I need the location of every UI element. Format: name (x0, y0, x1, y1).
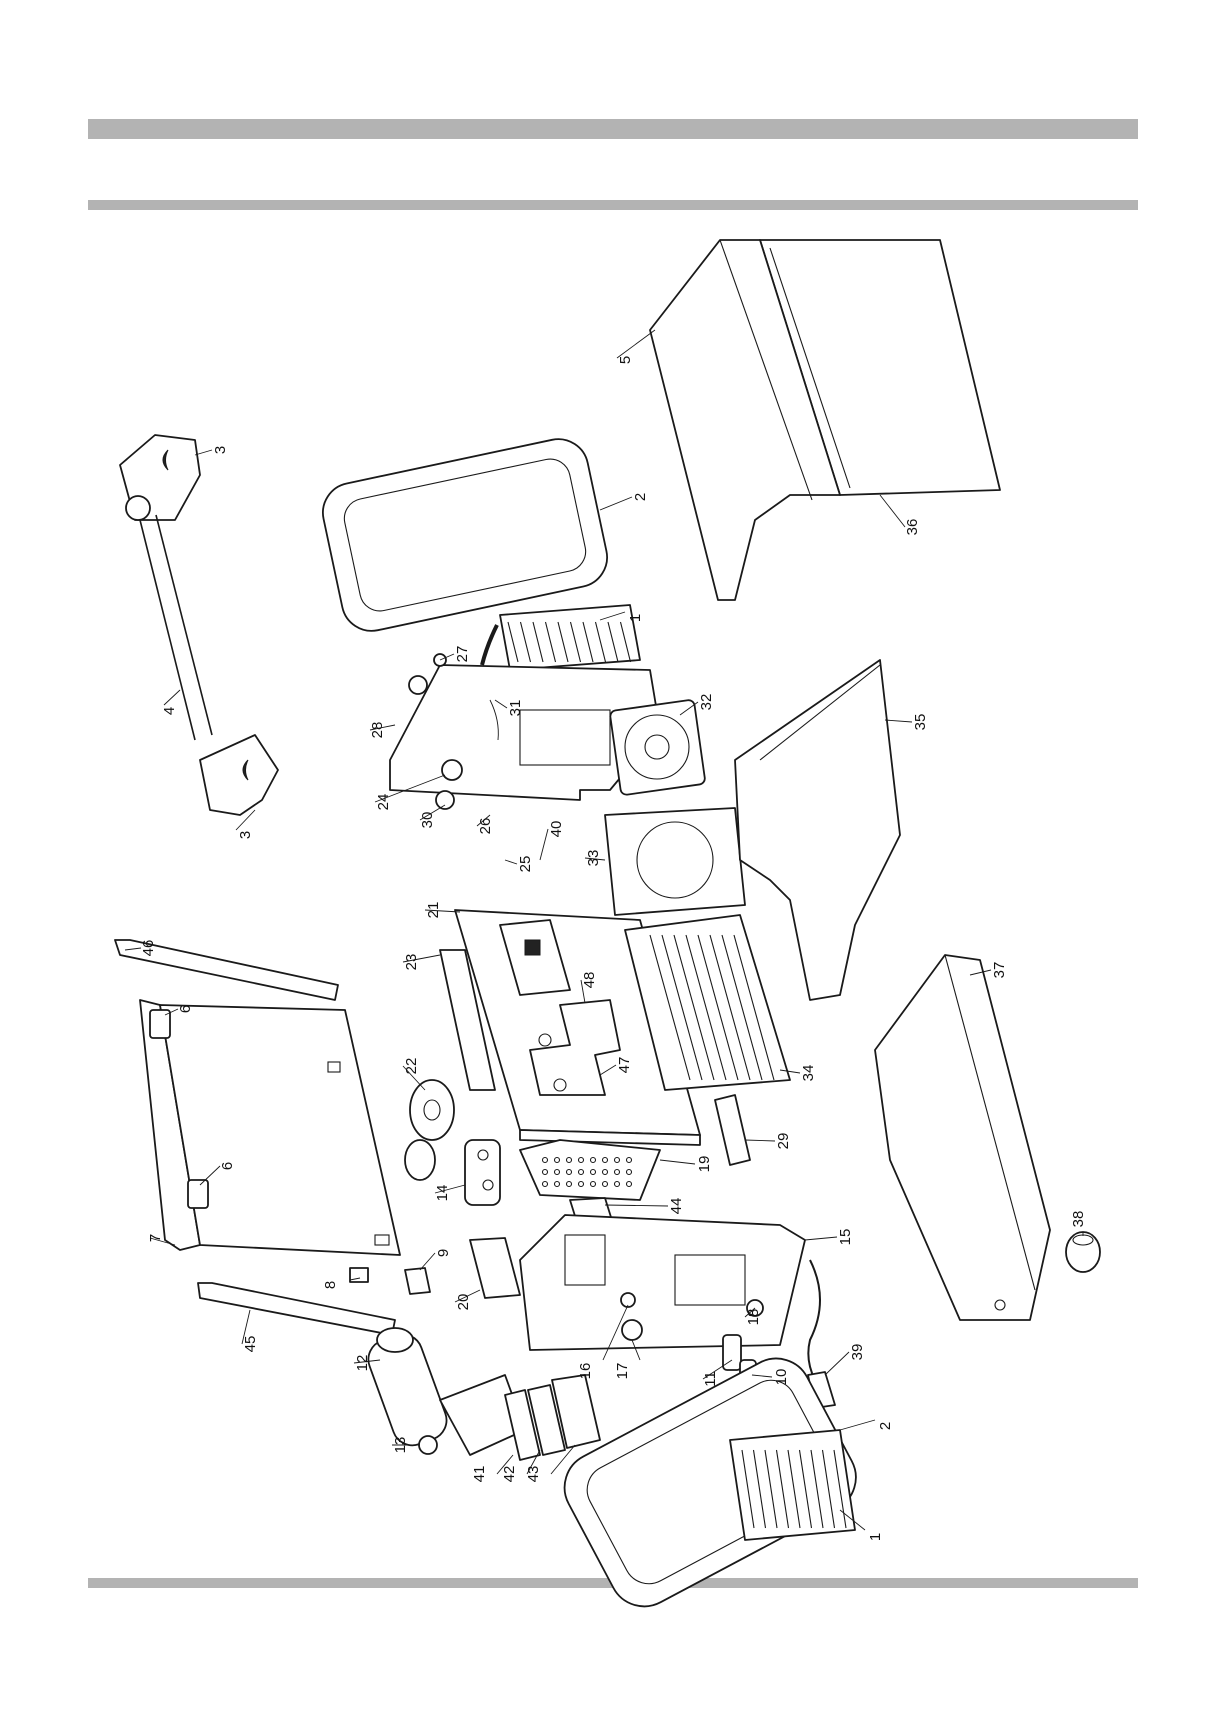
label-17: 17 (614, 1363, 631, 1380)
label-1-top: 1 (627, 614, 644, 622)
label-47: 47 (616, 1057, 633, 1074)
part-32-fan (610, 699, 706, 795)
label-39: 39 (849, 1344, 866, 1361)
label-41: 41 (471, 1466, 488, 1483)
part-37-tray (875, 955, 1050, 1320)
label-3-bottom: 3 (237, 831, 254, 839)
label-20: 20 (455, 1294, 472, 1311)
label-16: 16 (577, 1363, 594, 1380)
part-22-knob (405, 1080, 454, 1180)
part-2-frame-top (317, 434, 612, 637)
part-45-bar (198, 1283, 395, 1335)
label-44: 44 (668, 1198, 685, 1215)
label-31: 31 (507, 700, 524, 717)
label-6-top: 6 (177, 1005, 194, 1013)
part-33-gasket (605, 808, 745, 915)
part-6-hinge-bottom (188, 1180, 208, 1208)
part-1-grille-bottom (730, 1430, 855, 1540)
label-5: 5 (617, 356, 634, 364)
label-36: 36 (904, 519, 921, 536)
label-1-bottom: 1 (867, 1533, 884, 1541)
label-40: 40 (548, 821, 565, 838)
part-11-connector (723, 1335, 741, 1370)
part-14-switch (465, 1140, 500, 1205)
part-16-knob (621, 1293, 635, 1307)
label-48: 48 (581, 972, 598, 989)
part-9-clip (405, 1268, 430, 1294)
label-30: 30 (419, 812, 436, 829)
label-21: 21 (425, 902, 442, 919)
part-38-foot (1066, 1232, 1100, 1272)
label-28: 28 (369, 722, 386, 739)
label-32: 32 (698, 694, 715, 711)
label-43: 43 (525, 1466, 542, 1483)
label-19: 19 (696, 1156, 713, 1173)
label-18: 18 (745, 1309, 762, 1326)
label-14: 14 (434, 1185, 451, 1202)
part-7-side-panel (140, 1000, 400, 1255)
label-27: 27 (454, 646, 471, 663)
label-25: 25 (517, 856, 534, 873)
label-2-top: 2 (632, 493, 649, 501)
label-15: 15 (837, 1229, 854, 1246)
label-11: 11 (702, 1371, 719, 1387)
label-22: 22 (403, 1058, 420, 1075)
part-19-pcb (520, 1140, 660, 1200)
part-15-front-panel (520, 1215, 805, 1350)
part-3-4-handle (120, 435, 278, 815)
label-7: 7 (147, 1234, 164, 1242)
label-46: 46 (140, 940, 157, 957)
part-41-42-43-blocks (505, 1375, 600, 1460)
label-12: 12 (354, 1355, 371, 1372)
label-42: 42 (501, 1466, 518, 1483)
label-3-top: 3 (212, 446, 229, 454)
part-13-nut (419, 1436, 437, 1454)
label-13: 13 (392, 1437, 409, 1454)
label-8: 8 (322, 1281, 339, 1289)
label-23: 23 (403, 954, 420, 971)
label-2-bottom: 2 (877, 1422, 894, 1430)
part-17-knob (622, 1320, 642, 1340)
label-24: 24 (375, 794, 392, 811)
label-35: 35 (912, 714, 929, 731)
label-37: 37 (991, 962, 1008, 979)
label-6-bottom: 6 (219, 1162, 236, 1170)
label-10: 10 (773, 1369, 790, 1386)
part-29-rail (715, 1095, 750, 1165)
label-33: 33 (585, 850, 602, 867)
label-45: 45 (242, 1336, 259, 1353)
label-29: 29 (775, 1133, 792, 1150)
label-9: 9 (435, 1249, 452, 1257)
part-35-channel (735, 660, 900, 1000)
part-1-grille-top (500, 605, 640, 670)
part-12-motor (363, 1328, 525, 1455)
label-38: 38 (1070, 1211, 1087, 1228)
label-34: 34 (800, 1065, 817, 1082)
part-20-plate (470, 1238, 520, 1298)
label-26: 26 (477, 818, 494, 835)
label-4: 4 (161, 707, 178, 715)
